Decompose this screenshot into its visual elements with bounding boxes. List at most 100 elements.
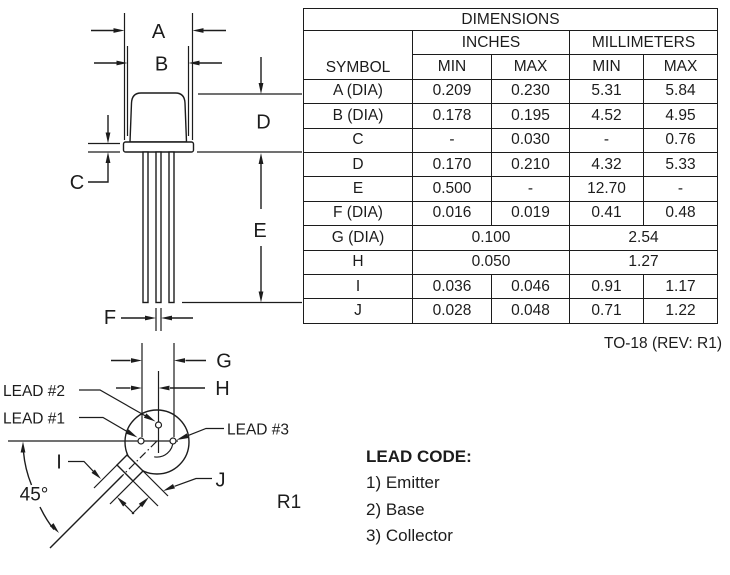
table-title: DIMENSIONS [303, 8, 718, 31]
value-cell: - [643, 176, 718, 202]
value-cell: 1.17 [643, 273, 718, 300]
symbol-cell: F (DIA) [303, 200, 413, 227]
dim-label-f: F [104, 307, 116, 329]
lead-1-label: LEAD #1 [3, 411, 65, 428]
dim-d-arrowhead [258, 83, 264, 94]
max-inches-header: MAX [491, 54, 570, 80]
value-cell: 5.33 [643, 151, 718, 178]
dim-g-arrowhead-left [131, 358, 142, 363]
min-inches-header: MIN [412, 54, 492, 80]
lead-code-item-3: 3) Collector [366, 526, 453, 546]
dim-label-c: C [70, 172, 84, 194]
table-row: A (DIA) 0.209 0.230 5.31 5.84 [303, 78, 718, 105]
dim-i-arrowhead-outer [117, 497, 127, 507]
lead-2-leader [79, 389, 147, 418]
value-cell: 0.230 [491, 78, 570, 105]
package-outline-circle [124, 409, 190, 475]
dim-i-ext-1 [93, 464, 118, 489]
dim-label-g: G [216, 351, 232, 373]
angle-arrowhead-lower [49, 523, 59, 533]
value-cell: 0.48 [643, 200, 718, 227]
dim-c-leader [88, 162, 109, 183]
value-cell: 5.31 [569, 78, 644, 105]
max-mm-header: MAX [643, 54, 718, 80]
value-cell: - [491, 176, 570, 202]
dim-label-a: A [152, 21, 166, 43]
dim-b-arrowhead-right [188, 60, 200, 66]
value-cell: 0.046 [491, 273, 570, 300]
value-cell: 12.70 [569, 176, 644, 202]
dimensions-table: DIMENSIONS SYMBOL INCHES MILLIMETERS MIN… [303, 8, 718, 324]
value-cell: 0.048 [491, 298, 570, 324]
table-group-header-row: SYMBOL INCHES MILLIMETERS [303, 29, 718, 80]
table-subheader-row: MIN MAX MIN MAX [304, 54, 718, 80]
millimeters-header: MILLIMETERS [569, 29, 718, 56]
lead-1-leader [79, 416, 129, 433]
lead-1-arrowhead [125, 429, 138, 438]
value-cell: 4.32 [569, 151, 644, 178]
dim-label-b: B [155, 54, 168, 76]
table-row: F (DIA) 0.016 0.019 0.41 0.48 [303, 200, 718, 227]
bottom-view [8, 343, 224, 549]
value-cell: 4.52 [569, 103, 644, 129]
dim-j-leader [174, 477, 212, 487]
lead-1-front [142, 151, 149, 304]
lead-2-arrowhead [143, 413, 156, 422]
value-cell: 1.22 [643, 298, 718, 324]
inches-header: INCHES [412, 29, 570, 56]
lead-code-item-2: 2) Base [366, 499, 425, 519]
dim-f-arrowhead-left [145, 315, 156, 321]
value-cell: 0.91 [569, 273, 644, 300]
diagonal-centerline [117, 440, 158, 481]
dim-g-arrowhead-right [174, 358, 185, 363]
table-row: G (DIA) 0.100 2.54 [303, 225, 718, 251]
dim-c-arrowhead-bottom [105, 152, 111, 163]
dim-i-arrowhead-leader [91, 469, 101, 479]
lead-3-label: LEAD #3 [227, 422, 289, 439]
value-cell: 0.71 [569, 298, 644, 324]
value-cell: 0.500 [412, 176, 492, 202]
angle-arrowhead-upper [20, 441, 26, 453]
dim-e-arrowhead-bottom [258, 291, 264, 303]
table-row: D 0.170 0.210 4.32 5.33 [303, 151, 718, 178]
lead-code-title: LEAD CODE: [366, 447, 472, 466]
value-cell: 0.016 [412, 200, 492, 227]
value-cell: 0.210 [491, 151, 570, 178]
dim-e-arrowhead-top [258, 153, 264, 164]
dim-j-arrowhead-leader [163, 484, 175, 491]
package-designation: TO-18 (REV: R1) [604, 335, 722, 352]
dim-label-e: E [253, 220, 266, 242]
table-row: I 0.036 0.046 0.91 1.17 [303, 273, 718, 300]
dim-i-ext-2 [109, 480, 134, 505]
lead-3-front [168, 151, 175, 304]
lead-2-front [155, 151, 162, 304]
symbol-cell: D [303, 151, 413, 178]
value-cell: 0.76 [643, 127, 718, 153]
value-cell: 0.170 [412, 151, 492, 178]
dim-f-arrowhead-right [161, 315, 172, 321]
table-row: E 0.500 - 12.70 - [303, 176, 718, 202]
value-cell-merged: 2.54 [569, 225, 718, 251]
table-row: B (DIA) 0.178 0.195 4.52 4.95 [303, 103, 718, 129]
dim-a-arrowhead-right [192, 28, 204, 33]
symbol-cell: H [303, 249, 413, 275]
table-row: J 0.028 0.048 0.71 1.22 [303, 298, 718, 324]
value-cell: 0.028 [412, 298, 492, 324]
symbol-cell: I [303, 273, 413, 300]
dim-a-arrowhead-left [113, 28, 125, 33]
dim-j-arrow-line-outer [131, 504, 142, 515]
value-cell: 0.209 [412, 78, 492, 105]
lead-code-block: LEAD CODE: 1) Emitter 2) Base 3) Collect… [366, 444, 472, 550]
angle-arc-upper [22, 451, 33, 486]
value-cell-merged: 0.100 [412, 225, 570, 251]
symbol-cell: B (DIA) [303, 103, 413, 129]
value-cell: 0.178 [412, 103, 492, 129]
value-cell-merged: 0.050 [412, 249, 570, 275]
value-cell: 0.036 [412, 273, 492, 300]
dim-label-i: I [56, 452, 62, 474]
dim-j-ext-2 [132, 480, 159, 507]
rev-label: R1 [277, 492, 301, 513]
dim-j-arrowhead-outer [138, 497, 149, 508]
